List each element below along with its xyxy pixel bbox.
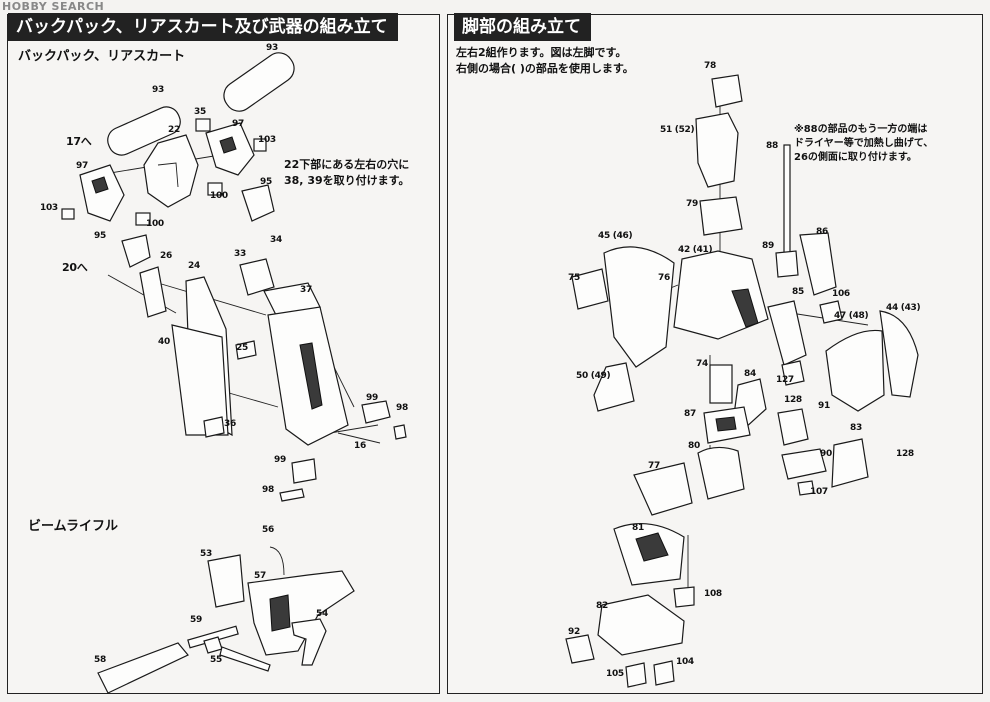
part-label: 87 (684, 409, 696, 419)
part-label: 99 (274, 455, 286, 465)
part-label: 93 (266, 43, 278, 53)
part-label: 103 (40, 203, 58, 213)
part-label: 80 (688, 441, 700, 451)
side-note-line-3: 26の側面に取り付けます。 (794, 152, 917, 163)
leg-note-line-2: 右側の場合( )の部品を使用します。 (456, 62, 634, 75)
leg-assembly-note: 左右2組作ります。図は左脚です。 右側の場合( )の部品を使用します。 (456, 45, 634, 77)
part-label: 107 (810, 487, 828, 497)
backpack-heading: バックパック、リアスカート (18, 49, 186, 64)
part-label: 78 (704, 61, 716, 71)
part-label: 59 (190, 615, 202, 625)
part-label: 99 (366, 393, 378, 403)
part-label: 82 (596, 601, 608, 611)
part-label: 95 (94, 231, 106, 241)
part-label: 56 (262, 525, 274, 535)
backpack-note: 22下部にある左右の穴に 38, 39を取り付けます。 (284, 157, 410, 189)
part-label: 97 (76, 161, 88, 171)
part-label: 90 (820, 449, 832, 459)
left-panel-title: バックパック、リアスカート及び武器の組み立て (8, 13, 398, 41)
part-label: 128 (784, 395, 802, 405)
part-label: 36 (224, 419, 236, 429)
part-label: 74 (696, 359, 708, 369)
part-label: 51 (52) (660, 125, 695, 135)
part-label: 86 (816, 227, 828, 237)
part-label: 106 (832, 289, 850, 299)
part-label: 26 (160, 251, 172, 261)
part-label: 128 (896, 449, 914, 459)
part-label: 24 (188, 261, 200, 271)
backpack-note-line-1: 22下部にある左右の穴に (284, 158, 410, 171)
part-label: 93 (152, 85, 164, 95)
part-label: 54 (316, 609, 328, 619)
side-note-line-2: ドライヤー等で加熱し曲げて、 (794, 138, 934, 149)
part-label: 57 (254, 571, 266, 581)
part-label: 85 (792, 287, 804, 297)
part-label: 95 (260, 177, 272, 187)
part-label: 92 (568, 627, 580, 637)
part-label: 47 (48) (834, 311, 869, 321)
callout-to-20: 20へ (62, 261, 88, 274)
part-label: 16 (354, 441, 366, 451)
part-label: 77 (648, 461, 660, 471)
part-label: 98 (396, 403, 408, 413)
backpack-assembly-diagram (61, 52, 407, 694)
part-label: 55 (210, 655, 222, 665)
part-label: 35 (194, 107, 206, 117)
part-label: 88 (766, 141, 778, 151)
leg-assembly-diagram (565, 74, 919, 688)
leg-note-line-1: 左右2組作ります。図は左脚です。 (456, 46, 627, 59)
part-label: 103 (258, 135, 276, 145)
part-label: 22 (168, 125, 180, 135)
watermark: HOBBY SEARCH (2, 0, 105, 13)
part-label: 37 (300, 285, 312, 295)
part-label: 105 (606, 669, 624, 679)
right-panel-title: 脚部の組み立て (454, 13, 591, 41)
part-label: 104 (676, 657, 694, 667)
part-label: 76 (658, 273, 670, 283)
part-label: 97 (232, 119, 244, 129)
part-label: 45 (46) (598, 231, 633, 241)
part-label: 81 (632, 523, 644, 533)
part-label: 42 (41) (678, 245, 713, 255)
part-label: 100 (210, 191, 228, 201)
part-93-cylinder-left (107, 106, 181, 156)
part-label: 89 (762, 241, 774, 251)
part-label: 100 (146, 219, 164, 229)
part-label: 58 (94, 655, 106, 665)
part-label: 25 (236, 343, 248, 353)
part-label: 34 (270, 235, 282, 245)
part-88-note: ※88の部品のもう一方の端は ドライヤー等で加熱し曲げて、 26の側面に取り付け… (794, 123, 933, 165)
part-label: 79 (686, 199, 698, 209)
part-label: 98 (262, 485, 274, 495)
part-label: 44 (43) (886, 303, 921, 313)
callout-to-17: 17へ (66, 135, 92, 148)
part-label: 75 (568, 273, 580, 283)
part-label: 108 (704, 589, 722, 599)
side-note-line-1: ※88の部品のもう一方の端は (794, 124, 928, 135)
part-label: 83 (850, 423, 862, 433)
part-label: 50 (49) (576, 371, 611, 381)
part-label: 91 (818, 401, 830, 411)
backpack-note-line-2: 38, 39を取り付けます。 (284, 174, 410, 187)
part-label: 33 (234, 249, 246, 259)
part-label: 84 (744, 369, 756, 379)
left-instruction-panel: バックパック、リアスカート及び武器の組み立て バックパック、リアスカート 22下… (7, 13, 440, 694)
part-93-cylinder-right (223, 52, 295, 112)
part-label: 53 (200, 549, 212, 559)
right-instruction-panel: 脚部の組み立て 左右2組作ります。図は左脚です。 右側の場合( )の部品を使用し… (447, 13, 983, 694)
part-label: 127 (776, 375, 794, 385)
part-label: 40 (158, 337, 170, 347)
rifle-heading: ビームライフル (28, 519, 118, 534)
